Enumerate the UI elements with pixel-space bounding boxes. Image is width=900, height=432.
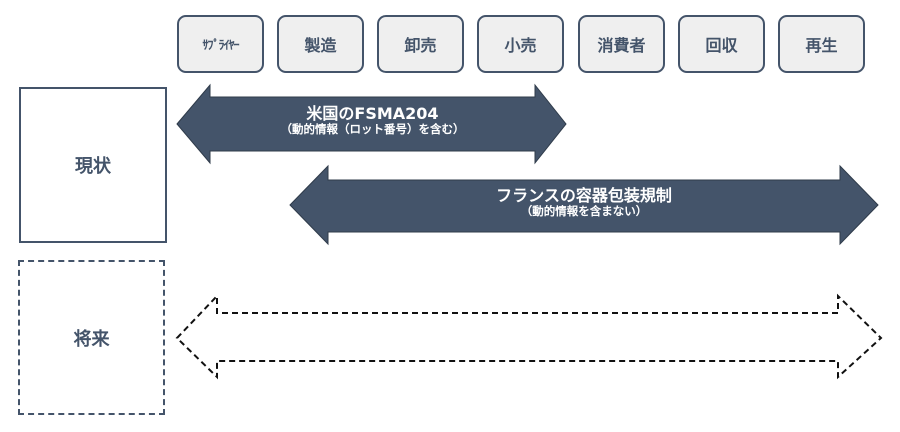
france-title: フランスの容器包装規制	[496, 186, 672, 205]
stage-recycling: 再生	[778, 15, 865, 73]
france-arrow	[289, 164, 879, 246]
row-current: 現状	[19, 87, 167, 243]
fsma-label: 米国のFSMA204 （動的情報（ロット番号）を含む）	[210, 104, 535, 137]
stage-collection: 回収	[678, 15, 765, 73]
france-subtitle: （動的情報を含まない）	[520, 204, 648, 219]
future-dashed-arrow	[175, 293, 883, 380]
fsma-title: 米国のFSMA204	[306, 104, 439, 123]
row-future: 将来	[18, 260, 165, 415]
stage-manufacturing: 製造	[277, 15, 364, 73]
france-label: フランスの容器包装規制 （動的情報を含まない）	[328, 186, 840, 219]
fsma-arrow	[176, 83, 567, 165]
stage-consumer: 消費者	[578, 15, 665, 73]
stage-wholesale: 卸売	[377, 15, 464, 73]
fsma-subtitle: （動的情報（ロット番号）を含む）	[280, 122, 465, 137]
row-current-label: 現状	[75, 156, 111, 177]
stage-supplier: ｻﾌﾟﾗｲﾔｰ	[177, 15, 264, 73]
stage-retail: 小売	[477, 15, 564, 73]
row-future-label: 将来	[73, 328, 110, 350]
